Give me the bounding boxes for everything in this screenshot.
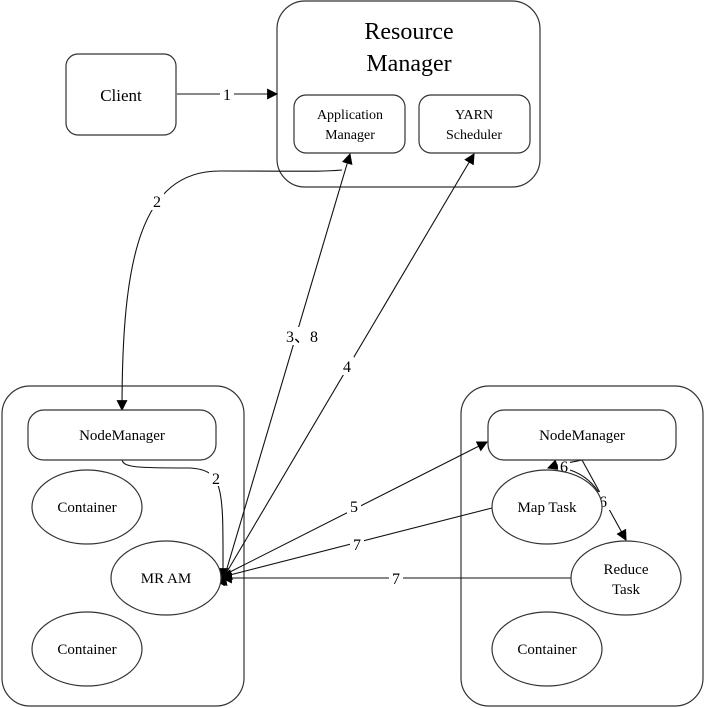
reduce-task-node[interactable]: Reduce Task — [570, 540, 682, 616]
right-container-node[interactable]: Container — [491, 611, 603, 687]
mr-am-label: MR AM — [141, 571, 191, 587]
edge-label-7b: 7 — [392, 571, 400, 588]
application-manager-label-line2: Manager — [325, 128, 375, 143]
application-manager-node[interactable]: Application Manager — [293, 94, 406, 154]
map-task-label: Map Task — [517, 500, 577, 516]
right-container-label: Container — [517, 642, 576, 658]
client-node[interactable]: Client — [65, 53, 177, 136]
edge-label-4: 4 — [343, 359, 351, 376]
edge-label-2a: 2 — [153, 194, 161, 211]
reduce-task-label-line2: Task — [612, 582, 641, 598]
edge-label-7a: 7 — [353, 537, 361, 554]
left-node-manager-label: NodeManager — [79, 428, 165, 444]
left-container-1-node[interactable]: Container — [31, 469, 143, 545]
mr-am-node[interactable]: MR AM — [110, 540, 222, 616]
left-container-1-label: Container — [57, 500, 116, 516]
map-task-node[interactable]: Map Task — [491, 469, 603, 545]
reduce-task-label-line1: Reduce — [604, 562, 649, 578]
left-container-2-node[interactable]: Container — [31, 611, 143, 687]
left-node-manager-node[interactable]: NodeManager — [27, 409, 217, 461]
edge-3-8 — [216, 152, 353, 587]
right-node-manager-label: NodeManager — [539, 428, 625, 444]
right-node-manager-node[interactable]: NodeManager — [487, 409, 677, 461]
edge-label-5: 5 — [350, 499, 358, 516]
resource-manager-title-line2: Manager — [366, 51, 451, 77]
resource-manager-title-line1: Resource — [364, 19, 453, 45]
yarn-scheduler-node[interactable]: YARN Scheduler — [418, 94, 531, 154]
yarn-scheduler-label-line1: YARN — [455, 108, 493, 123]
application-manager-label-line1: Application — [317, 108, 383, 123]
edge-label-1: 1 — [223, 87, 231, 104]
edge-label-6b: 6 — [599, 494, 607, 511]
left-container-2-label: Container — [57, 642, 116, 658]
client-label: Client — [100, 86, 142, 105]
edge-label-2b: 2 — [212, 471, 220, 488]
yarn-scheduler-label-line2: Scheduler — [446, 128, 502, 143]
edge-label-6a: 6 — [560, 459, 568, 476]
edge-label-3-8: 3、8 — [286, 329, 318, 346]
